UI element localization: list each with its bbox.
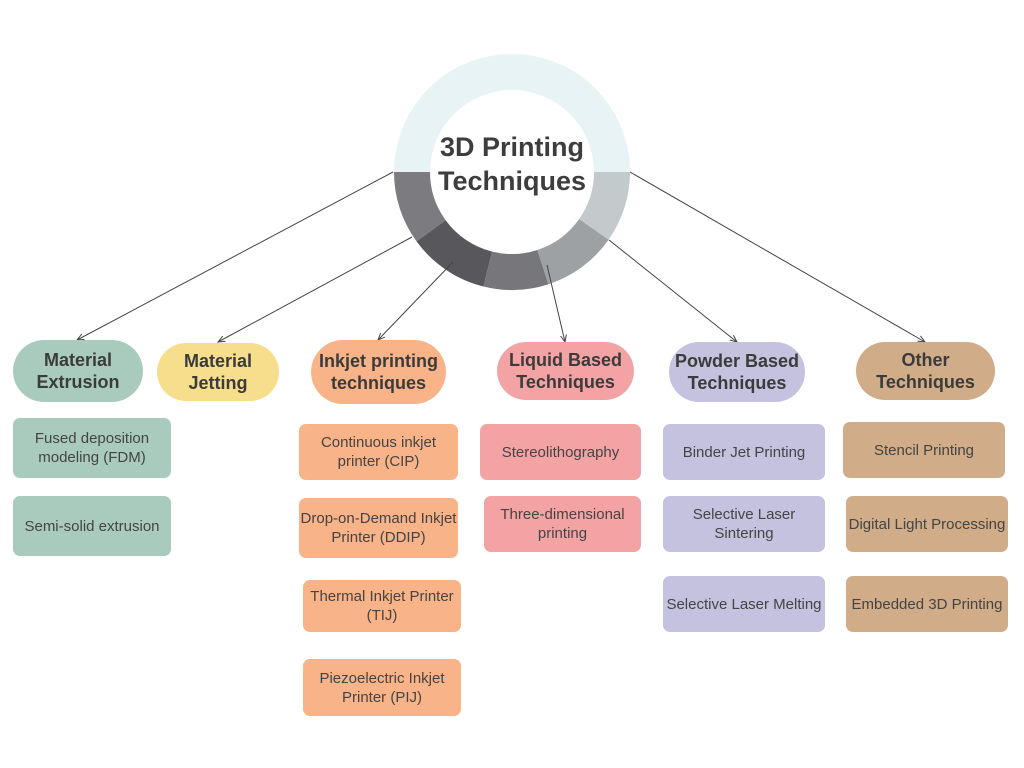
connector-other	[629, 171, 925, 342]
connector-material-jetting	[218, 236, 413, 342]
category-material-jetting: Material Jetting	[157, 343, 279, 401]
category-other: Other Techniques	[856, 342, 995, 400]
item-binder-jet: Binder Jet Printing	[663, 424, 825, 480]
item-ddip: Drop-on-Demand Inkjet Printer (DDIP)	[299, 498, 458, 558]
category-powder: Powder Based Techniques	[669, 342, 805, 402]
item-pij: Piezoelectric Inkjet Printer (PIJ)	[303, 659, 461, 716]
item-slm: Selective Laser Melting	[663, 576, 825, 632]
item-stencil: Stencil Printing	[843, 422, 1005, 478]
connector-powder	[608, 239, 737, 342]
item-stereolithography: Stereolithography	[480, 424, 641, 480]
ring-segment	[394, 54, 630, 172]
ring-segment	[394, 172, 446, 242]
ring-segment	[416, 220, 493, 287]
connector-material-extrusion	[77, 171, 394, 340]
item-dlp: Digital Light Processing	[846, 496, 1008, 552]
item-embedded: Embedded 3D Printing	[846, 576, 1008, 632]
item-three-dimensional: Three-dimensional printing	[484, 496, 641, 552]
item-tij: Thermal Inkjet Printer (TIJ)	[303, 580, 461, 632]
category-liquid: Liquid Based Techniques	[497, 342, 634, 400]
category-material-extrusion: Material Extrusion	[13, 340, 143, 402]
item-fdm: Fused deposition modeling (FDM)	[13, 418, 171, 478]
item-cip: Continuous inkjet printer (CIP)	[299, 424, 458, 480]
ring-segment	[537, 219, 609, 285]
item-sls: Selective Laser Sintering	[663, 496, 825, 552]
category-inkjet: Inkjet printing techniques	[311, 340, 446, 404]
connector-inkjet	[378, 261, 454, 340]
connector-liquid	[546, 264, 565, 342]
ring-segment	[579, 172, 630, 240]
center-ring	[394, 54, 630, 290]
ring-segment	[483, 249, 549, 290]
item-semi-solid: Semi-solid extrusion	[13, 496, 171, 556]
diagram-title: 3D Printing Techniques	[437, 132, 587, 196]
